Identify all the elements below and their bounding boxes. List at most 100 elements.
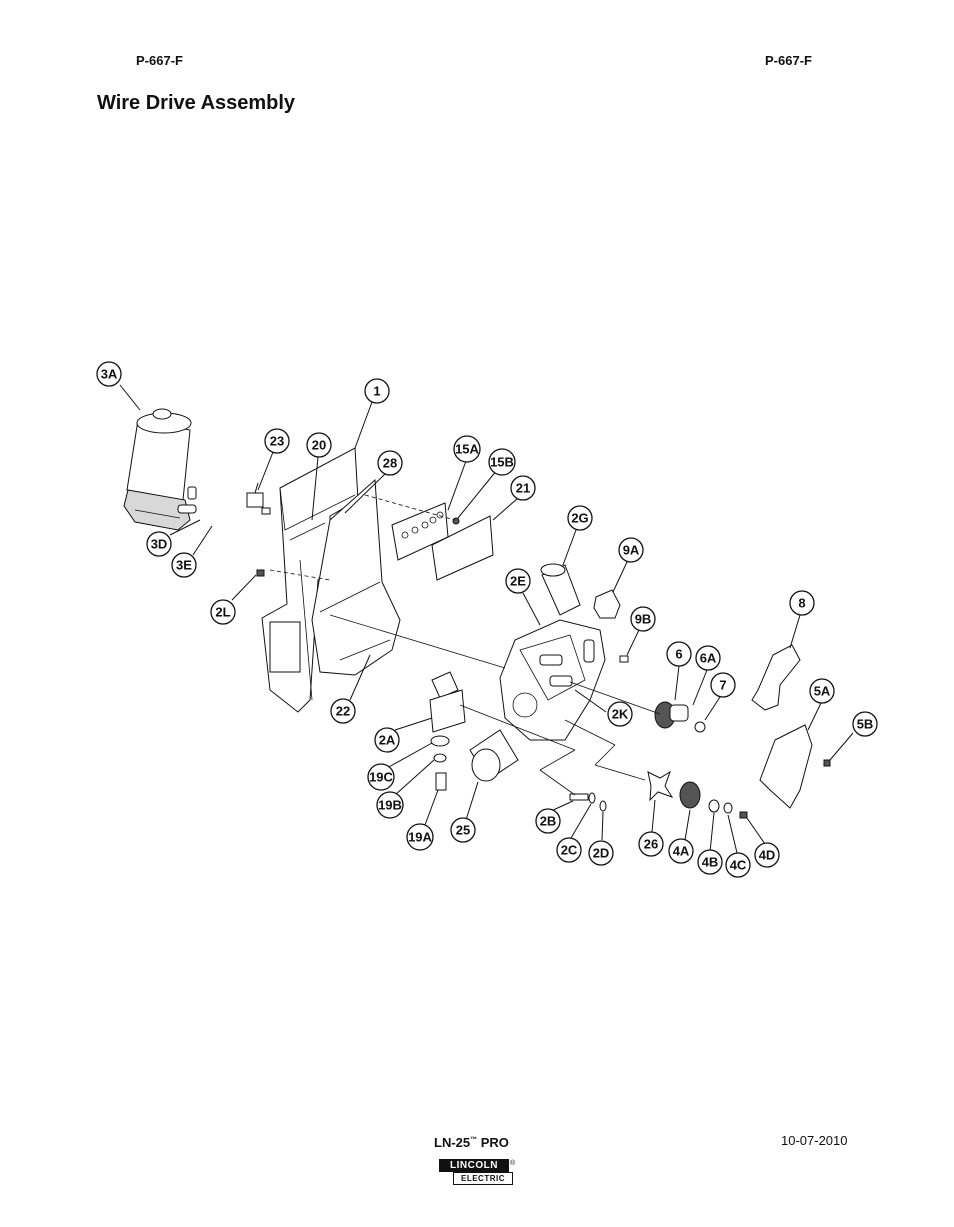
screw-2l-part bbox=[256, 569, 265, 577]
svg-text:19A: 19A bbox=[408, 830, 432, 845]
svg-text:2L: 2L bbox=[215, 605, 230, 620]
callout-20: 20 bbox=[306, 432, 332, 458]
callout-2l: 2L bbox=[210, 599, 236, 625]
callout-21: 21 bbox=[510, 475, 536, 501]
header-part-code-left: P-667-F bbox=[136, 53, 183, 68]
svg-text:2E: 2E bbox=[510, 574, 526, 589]
callout-25: 25 bbox=[450, 817, 476, 843]
svg-text:28: 28 bbox=[383, 456, 397, 471]
svg-text:5A: 5A bbox=[814, 684, 831, 699]
callout-4c: 4C bbox=[725, 852, 751, 878]
bracket-2a-part bbox=[429, 671, 466, 733]
drive-gear-part bbox=[654, 701, 706, 733]
callout-5a: 5A bbox=[809, 678, 835, 704]
svg-text:2C: 2C bbox=[561, 843, 578, 858]
callout-7: 7 bbox=[710, 672, 736, 698]
callout-6a: 6A bbox=[695, 645, 721, 671]
callout-2g: 2G bbox=[567, 505, 593, 531]
roller-25-part bbox=[469, 729, 519, 782]
callout-2b: 2B bbox=[535, 808, 561, 834]
callout-4d: 4D bbox=[754, 842, 780, 868]
callout-5b: 5B bbox=[852, 711, 878, 737]
svg-text:3D: 3D bbox=[151, 537, 168, 552]
spacer-4b-part bbox=[708, 799, 720, 813]
toggle-switch-part bbox=[246, 482, 271, 515]
guide-9a-part bbox=[593, 589, 621, 619]
svg-text:23: 23 bbox=[270, 434, 284, 449]
svg-text:2G: 2G bbox=[571, 511, 588, 526]
callout-19a: 19A bbox=[406, 823, 434, 851]
svg-text:7: 7 bbox=[719, 678, 726, 693]
svg-text:6: 6 bbox=[675, 647, 682, 662]
tension-knob-part bbox=[540, 563, 581, 616]
callout-3d: 3D bbox=[146, 531, 172, 557]
callout-19b: 19B bbox=[376, 791, 404, 819]
callout-2k: 2K bbox=[607, 701, 633, 727]
pin-9b-part bbox=[619, 655, 629, 663]
svg-text:21: 21 bbox=[516, 481, 530, 496]
svg-text:5B: 5B bbox=[857, 717, 874, 732]
svg-text:2K: 2K bbox=[612, 707, 629, 722]
label-plate-part bbox=[431, 515, 494, 581]
svg-text:9B: 9B bbox=[635, 612, 652, 627]
svg-text:2A: 2A bbox=[379, 733, 396, 748]
svg-text:22: 22 bbox=[336, 704, 350, 719]
screw-5b-part bbox=[823, 759, 831, 767]
callout-4a: 4A bbox=[668, 838, 694, 864]
svg-text:20: 20 bbox=[312, 438, 326, 453]
svg-text:3A: 3A bbox=[101, 367, 118, 382]
callout-3a: 3A bbox=[96, 361, 122, 387]
callout-26: 26 bbox=[638, 831, 664, 857]
pressure-arm-part bbox=[751, 644, 801, 711]
svg-text:1: 1 bbox=[373, 384, 380, 399]
callout-1: 1 bbox=[364, 378, 390, 404]
svg-text:4B: 4B bbox=[702, 855, 719, 870]
shaft-2b-part bbox=[569, 792, 607, 812]
svg-text:3E: 3E bbox=[176, 558, 192, 573]
callout-23: 23 bbox=[264, 428, 290, 454]
motor-part bbox=[123, 408, 197, 531]
svg-text:25: 25 bbox=[456, 823, 470, 838]
svg-text:4D: 4D bbox=[759, 848, 776, 863]
callout-19c: 19C bbox=[367, 763, 395, 791]
mounting-bracket-part bbox=[261, 447, 359, 713]
callout-28: 28 bbox=[377, 450, 403, 476]
callout-22: 22 bbox=[330, 698, 356, 724]
callout-2e: 2E bbox=[505, 568, 531, 594]
callout-2c: 2C bbox=[556, 837, 582, 863]
callout-3e: 3E bbox=[171, 552, 197, 578]
washer-4c-part bbox=[723, 802, 733, 814]
svg-text:9A: 9A bbox=[623, 543, 640, 558]
cover-5a-part bbox=[759, 724, 813, 809]
star-knob-part bbox=[647, 770, 674, 802]
svg-text:15B: 15B bbox=[490, 455, 514, 470]
callout-4b: 4B bbox=[697, 849, 723, 875]
gear-4a-part bbox=[679, 781, 701, 809]
screw-4d-part bbox=[739, 811, 748, 819]
lincoln-electric-logo: LINCOLN ELECTRIC ® bbox=[439, 1159, 515, 1185]
svg-text:2B: 2B bbox=[540, 814, 557, 829]
bolt-19a-part bbox=[435, 772, 447, 791]
page-title: Wire Drive Assembly bbox=[97, 92, 296, 114]
callout-9b: 9B bbox=[630, 606, 656, 632]
housing-part bbox=[311, 478, 401, 676]
svg-text:26: 26 bbox=[644, 837, 658, 852]
callout-15b: 15B bbox=[488, 448, 516, 476]
footer-date: 10-07-2010 bbox=[781, 1133, 848, 1148]
callout-6: 6 bbox=[666, 641, 692, 667]
svg-text:2D: 2D bbox=[593, 846, 610, 861]
screw-15b-part bbox=[452, 517, 460, 525]
svg-text:8: 8 bbox=[798, 596, 805, 611]
assembly-guide-lines bbox=[269, 494, 661, 796]
callout-8: 8 bbox=[789, 590, 815, 616]
svg-text:4A: 4A bbox=[673, 844, 690, 859]
header-part-code-right: P-667-F bbox=[765, 53, 812, 68]
callout-2d: 2D bbox=[588, 840, 614, 866]
callout-9a: 9A bbox=[618, 537, 644, 563]
svg-text:19C: 19C bbox=[369, 770, 393, 785]
washer-19c-part bbox=[430, 735, 450, 747]
footer-model-name: LN-25™ PRO bbox=[434, 1135, 509, 1150]
callout-15a: 15A bbox=[453, 435, 481, 463]
svg-text:6A: 6A bbox=[700, 651, 717, 666]
svg-text:4C: 4C bbox=[730, 858, 747, 873]
